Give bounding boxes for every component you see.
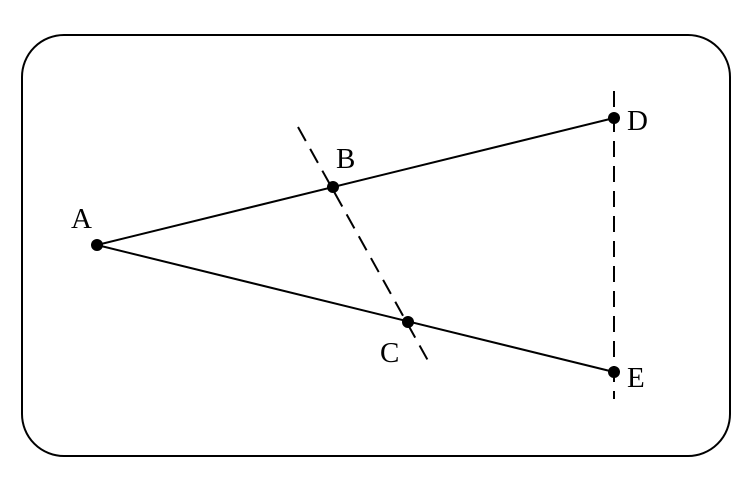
point-a	[91, 239, 103, 251]
point-b	[327, 181, 339, 193]
point-d	[608, 112, 620, 124]
label-b: B	[336, 143, 355, 175]
segment-ad	[96, 117, 615, 246]
label-c: C	[380, 337, 399, 369]
segment-ae	[96, 244, 615, 373]
dashed-line-bc	[297, 126, 432, 367]
label-e: E	[627, 362, 645, 394]
frame-border	[21, 34, 731, 457]
label-d: D	[627, 105, 648, 137]
label-a: A	[71, 203, 92, 235]
point-e	[608, 366, 620, 378]
point-c	[402, 316, 414, 328]
